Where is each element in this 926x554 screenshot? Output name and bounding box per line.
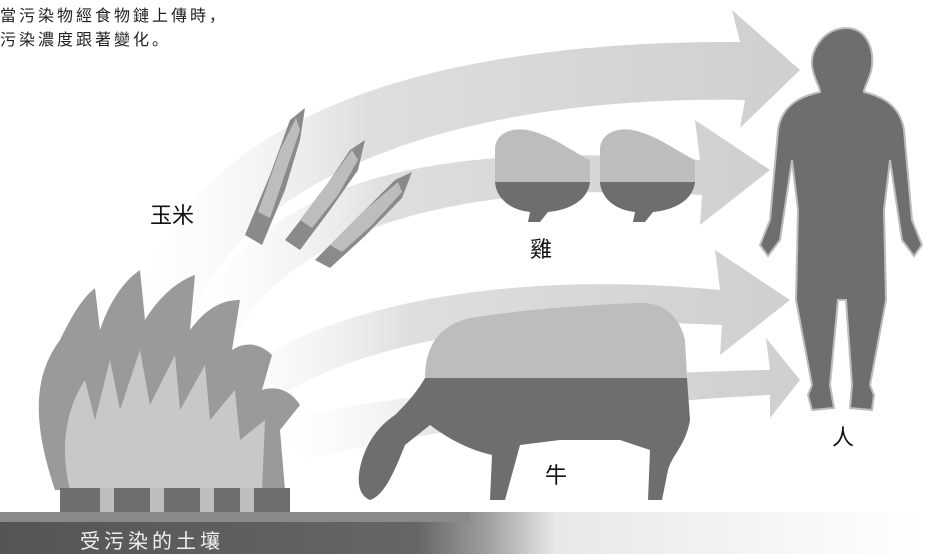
corn-label: 玉米 [150,204,195,229]
corn-cobs [245,108,412,268]
chicken-label: 雞 [530,238,553,263]
human-label: 人 [832,426,855,451]
chicken-silhouette-2 [600,129,695,222]
grass-plants [38,270,300,512]
corn-cob-3 [315,172,412,268]
grass-roots [60,488,290,512]
arrow-to-human-top [135,10,800,315]
contaminated-soil [0,512,926,554]
soil-label: 受污染的土壤 [80,529,224,553]
caption-line-2: 污染濃度跟著變化。 [0,30,172,49]
corn-cob-2 [285,140,365,250]
chicken-silhouette-1 [495,129,590,222]
caption: 當污染物經食物鏈上傳時， 污染濃度跟著變化。 [0,4,228,52]
human-silhouette [758,26,924,412]
corn-cob-1 [245,108,305,245]
cow-label: 牛 [545,464,568,489]
cow-silhouette [358,302,690,500]
caption-line-1: 當污染物經食物鏈上傳時， [0,6,229,25]
